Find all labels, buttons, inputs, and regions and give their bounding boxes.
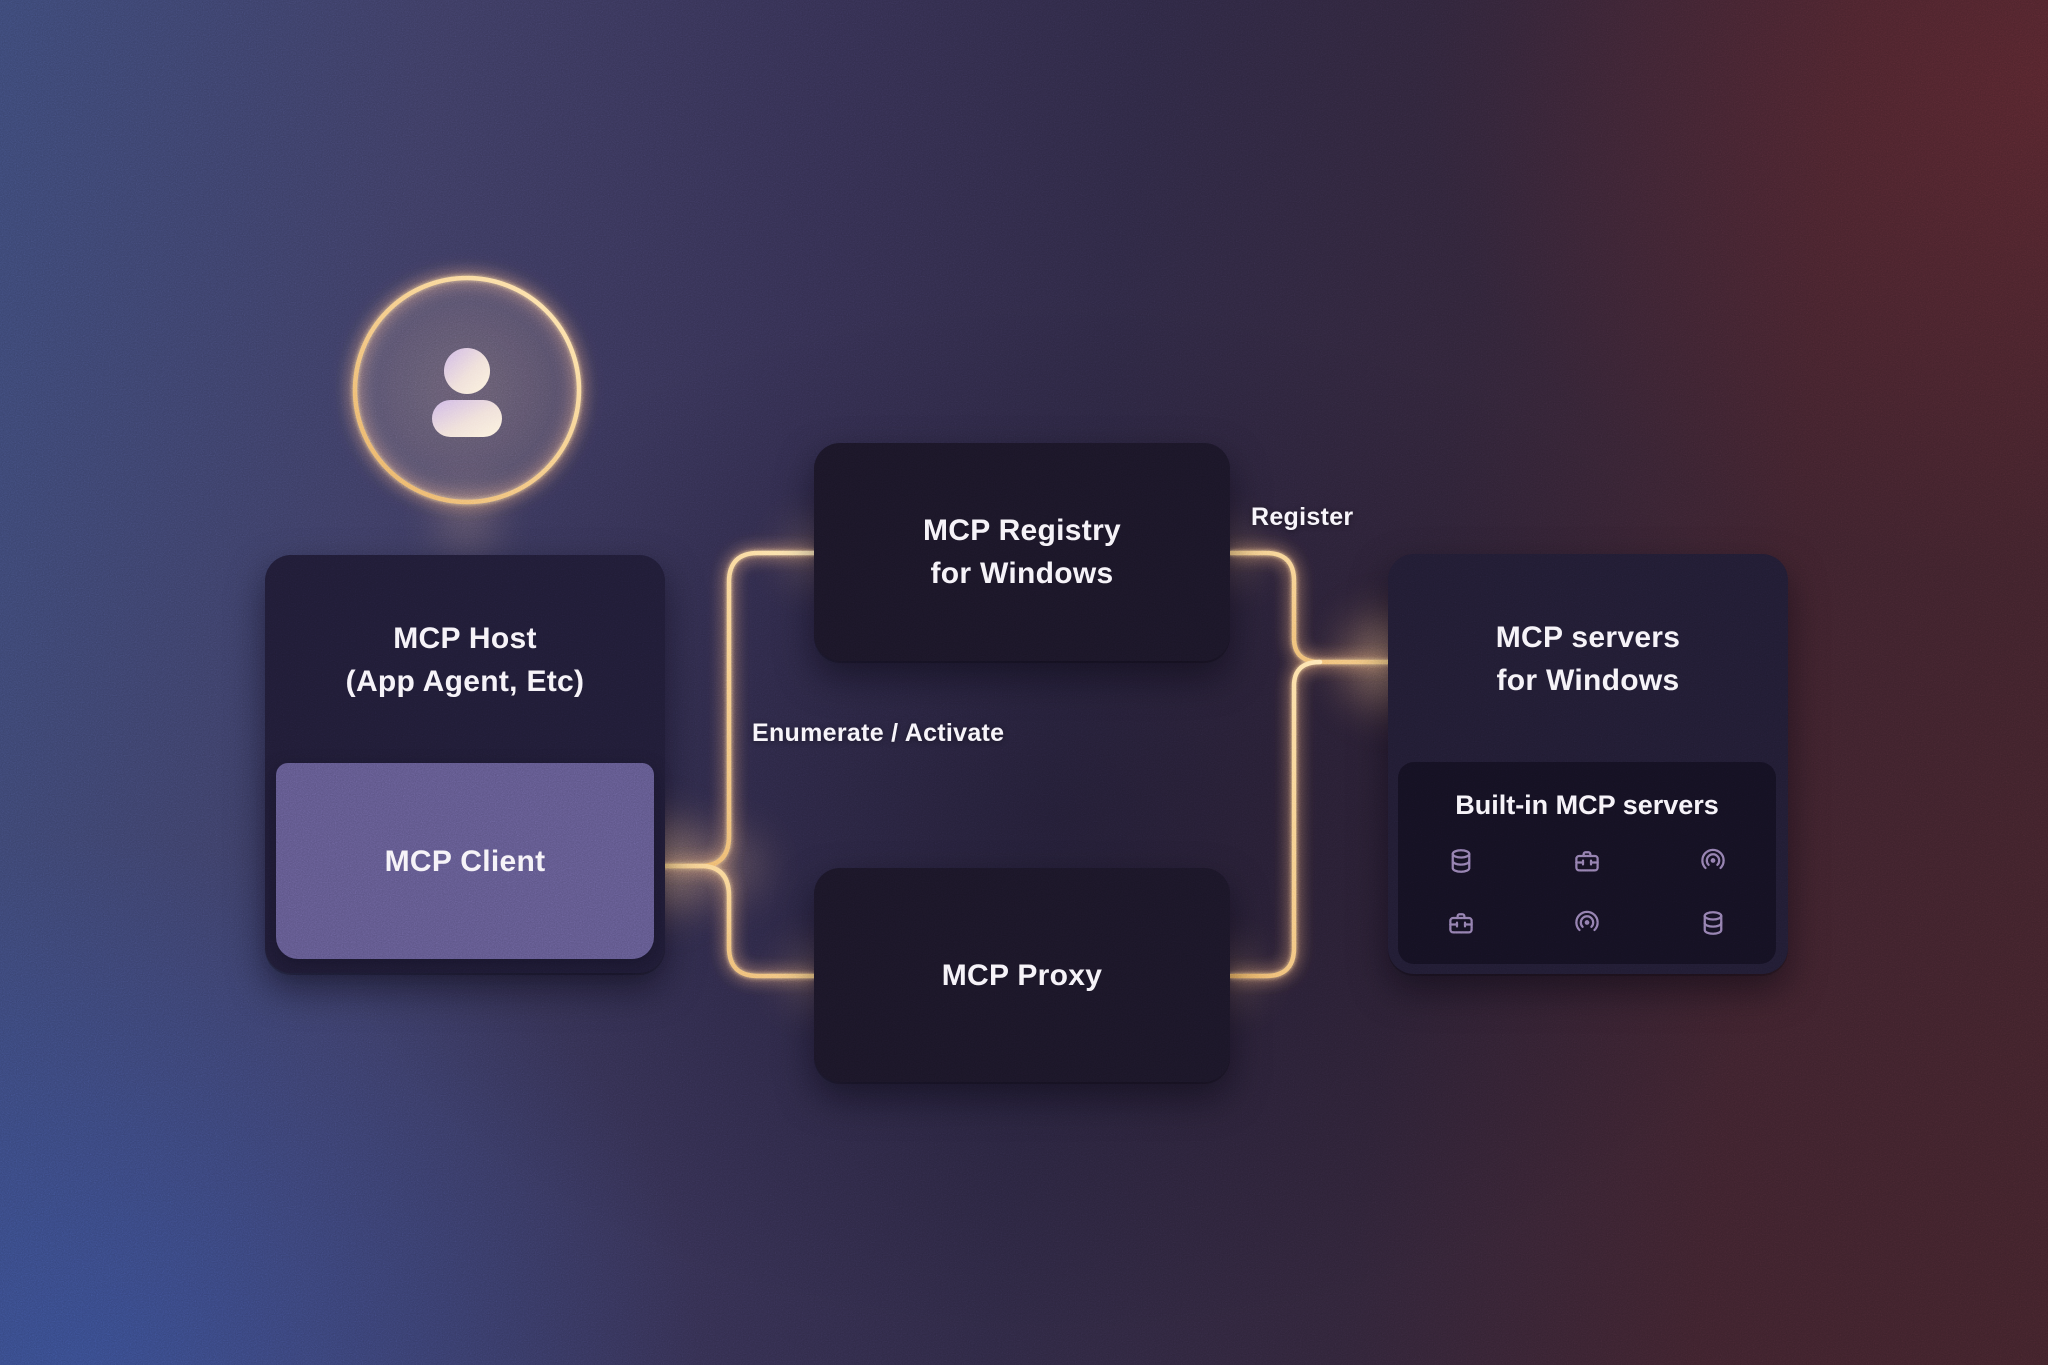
toolbox-icon bbox=[1446, 908, 1476, 938]
mcp-servers-title: MCP servers for Windows bbox=[1388, 554, 1788, 702]
broadcast-icon bbox=[1698, 846, 1728, 876]
edge-label-enumerate-activate: Enumerate / Activate bbox=[752, 719, 1005, 747]
edge-proxy-servers bbox=[1228, 659, 1323, 979]
mcp-registry-title: MCP Registry for Windows bbox=[814, 509, 1230, 595]
mcp-client-label: MCP Client bbox=[384, 844, 546, 878]
mcp-host-title-line1: MCP Host bbox=[393, 622, 537, 655]
broadcast-icon bbox=[1572, 908, 1602, 938]
node-mcp-servers: MCP servers for Windows Built-in MCP ser… bbox=[1388, 554, 1788, 974]
builtin-mcp-servers-panel: Built-in MCP servers bbox=[1398, 762, 1776, 964]
edge-registry-servers bbox=[1228, 550, 1392, 665]
mcp-host-title: MCP Host (App Agent, Etc) bbox=[265, 555, 665, 703]
edge-label-register: Register bbox=[1251, 503, 1354, 531]
node-mcp-client: MCP Client bbox=[276, 763, 654, 959]
mcp-proxy-label: MCP Proxy bbox=[941, 958, 1103, 992]
builtin-icon-grid bbox=[1398, 846, 1776, 938]
mcp-servers-title-line1: MCP servers bbox=[1495, 621, 1681, 654]
edge-client-registry bbox=[658, 550, 817, 869]
database-icon bbox=[1698, 908, 1728, 938]
database-icon bbox=[1446, 846, 1476, 876]
mcp-servers-title-line2: for Windows bbox=[1496, 664, 1680, 697]
mcp-registry-title-line2: for Windows bbox=[930, 557, 1114, 590]
edge-client-proxy bbox=[658, 863, 817, 979]
mcp-host-title-line2: (App Agent, Etc) bbox=[345, 665, 585, 698]
toolbox-icon bbox=[1572, 846, 1602, 876]
builtin-mcp-servers-title: Built-in MCP servers bbox=[1455, 790, 1719, 820]
node-mcp-registry: MCP Registry for Windows bbox=[814, 443, 1230, 661]
node-mcp-proxy: MCP Proxy bbox=[814, 868, 1230, 1082]
mcp-registry-title-line1: MCP Registry bbox=[922, 514, 1122, 547]
